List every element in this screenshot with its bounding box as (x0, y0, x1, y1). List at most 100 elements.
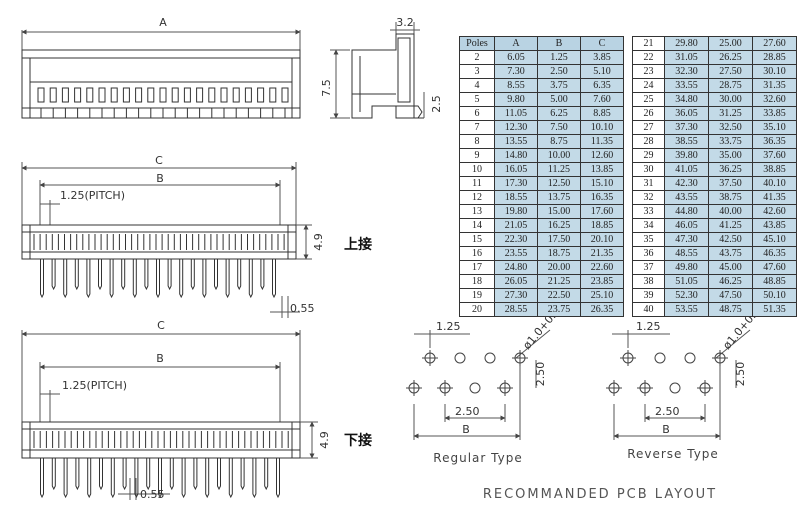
pcb-pin (167, 259, 172, 291)
table-cell-value: 23.75 (537, 302, 581, 317)
pcb-pin (98, 259, 102, 291)
table-cell-value: 52.30 (663, 288, 709, 303)
front-slot (37, 87, 45, 103)
table-cell-poles: 32 (632, 190, 665, 205)
rev-hole-spacing: 1.25 (636, 320, 661, 333)
bottom-contact-label: 下接 (344, 432, 372, 449)
table-cell-value: 28.55 (494, 302, 538, 317)
table-cell-value: 53.55 (663, 302, 709, 317)
table-cell-poles: 17 (459, 260, 495, 275)
pcb-pin (264, 458, 269, 491)
top-contact-view (21, 162, 312, 318)
table-cell-value: 48.75 (707, 302, 753, 317)
pcb-reverse-layout (606, 329, 751, 440)
dim-c-label-bottom: C (157, 319, 165, 332)
table-cell-value: 35.10 (751, 120, 797, 135)
table-cell-value: 21.05 (494, 218, 538, 233)
table-cell-value: 37.60 (751, 148, 797, 163)
table-cell-poles: 18 (459, 274, 495, 289)
table-cell-poles: 20 (459, 302, 495, 317)
table-cell-poles: 40 (632, 302, 665, 317)
table-cell-value: 18.85 (580, 218, 624, 233)
pcb-pin (252, 458, 257, 499)
table-cell-poles: 5 (459, 92, 495, 107)
pcb-hole (684, 352, 696, 364)
pcb-pin (240, 458, 245, 491)
table-cell-value: 11.25 (537, 162, 581, 177)
table-cell-value: 43.55 (663, 190, 709, 205)
bottom-contact-view (21, 330, 318, 500)
table-cell-value: 41.05 (663, 162, 709, 177)
table-cell-value: 16.25 (537, 218, 581, 233)
table-cell-value: 24.80 (494, 260, 538, 275)
table-cell-value: 29.80 (663, 36, 709, 51)
pcb-pin (40, 458, 44, 499)
table-cell-value: 28.85 (751, 50, 797, 65)
table-cell-value: 23.85 (580, 274, 624, 289)
front-slot (98, 87, 106, 103)
front-view (21, 29, 301, 119)
pcb-layout-title: RECOMMANDED PCB LAYOUT (483, 487, 717, 502)
table-cell-poles: 10 (459, 162, 495, 177)
table-cell-value: 40.00 (707, 204, 753, 219)
table-cell-value: 47.30 (663, 232, 709, 247)
table-cell-value: 8.85 (580, 106, 624, 121)
table-cell-poles: 4 (459, 78, 495, 93)
dim-side-height: 7.5 (320, 79, 333, 97)
table-cell-poles: 23 (632, 64, 665, 79)
table-cell-poles: 39 (632, 288, 665, 303)
table-cell-value: 20.00 (537, 260, 581, 275)
table-cell-value: 42.50 (707, 232, 753, 247)
pcb-pin (146, 458, 151, 491)
dim-tail-bottom: 0.55 (140, 488, 165, 501)
pcb-pin (40, 259, 44, 299)
table-cell-value: 5.00 (537, 92, 581, 107)
table-cell-value: 38.55 (663, 134, 709, 149)
pcb-hole (484, 352, 496, 364)
table-cell-value: 37.50 (707, 176, 753, 191)
table-cell-value: 50.10 (751, 288, 797, 303)
table-cell-value: 51.35 (751, 302, 797, 317)
table-cell-value: 38.75 (707, 190, 753, 205)
table-cell-value: 8.75 (537, 134, 581, 149)
dim-b-label-top: B (156, 172, 164, 185)
table-cell-value: 45.00 (707, 260, 753, 275)
table-cell-poles: 36 (632, 246, 665, 261)
table-cell-value: 30.10 (751, 64, 797, 79)
table-cell-value: 36.35 (751, 134, 797, 149)
pcb-pin (158, 458, 162, 499)
pcb-hole (469, 382, 481, 394)
table-cell-value: 10.10 (580, 120, 624, 135)
table-cell-value: 30.00 (707, 92, 753, 107)
table-cell-value: 23.55 (494, 246, 538, 261)
table-cell-value: 47.50 (707, 288, 753, 303)
table-cell-value: 1.25 (537, 50, 581, 65)
table-cell-value: 39.80 (663, 148, 709, 163)
table-cell-value: 18.75 (537, 246, 581, 261)
table-cell-poles: 26 (632, 106, 665, 121)
reg-row-spacing: 2.50 (534, 362, 547, 387)
pcb-pin (181, 458, 186, 499)
pcb-pin (156, 259, 160, 299)
table-cell-value: 32.60 (751, 92, 797, 107)
front-slot (269, 87, 277, 103)
front-slot (244, 87, 252, 103)
table-cell-value: 34.80 (663, 92, 709, 107)
table-cell-value: 7.50 (537, 120, 581, 135)
